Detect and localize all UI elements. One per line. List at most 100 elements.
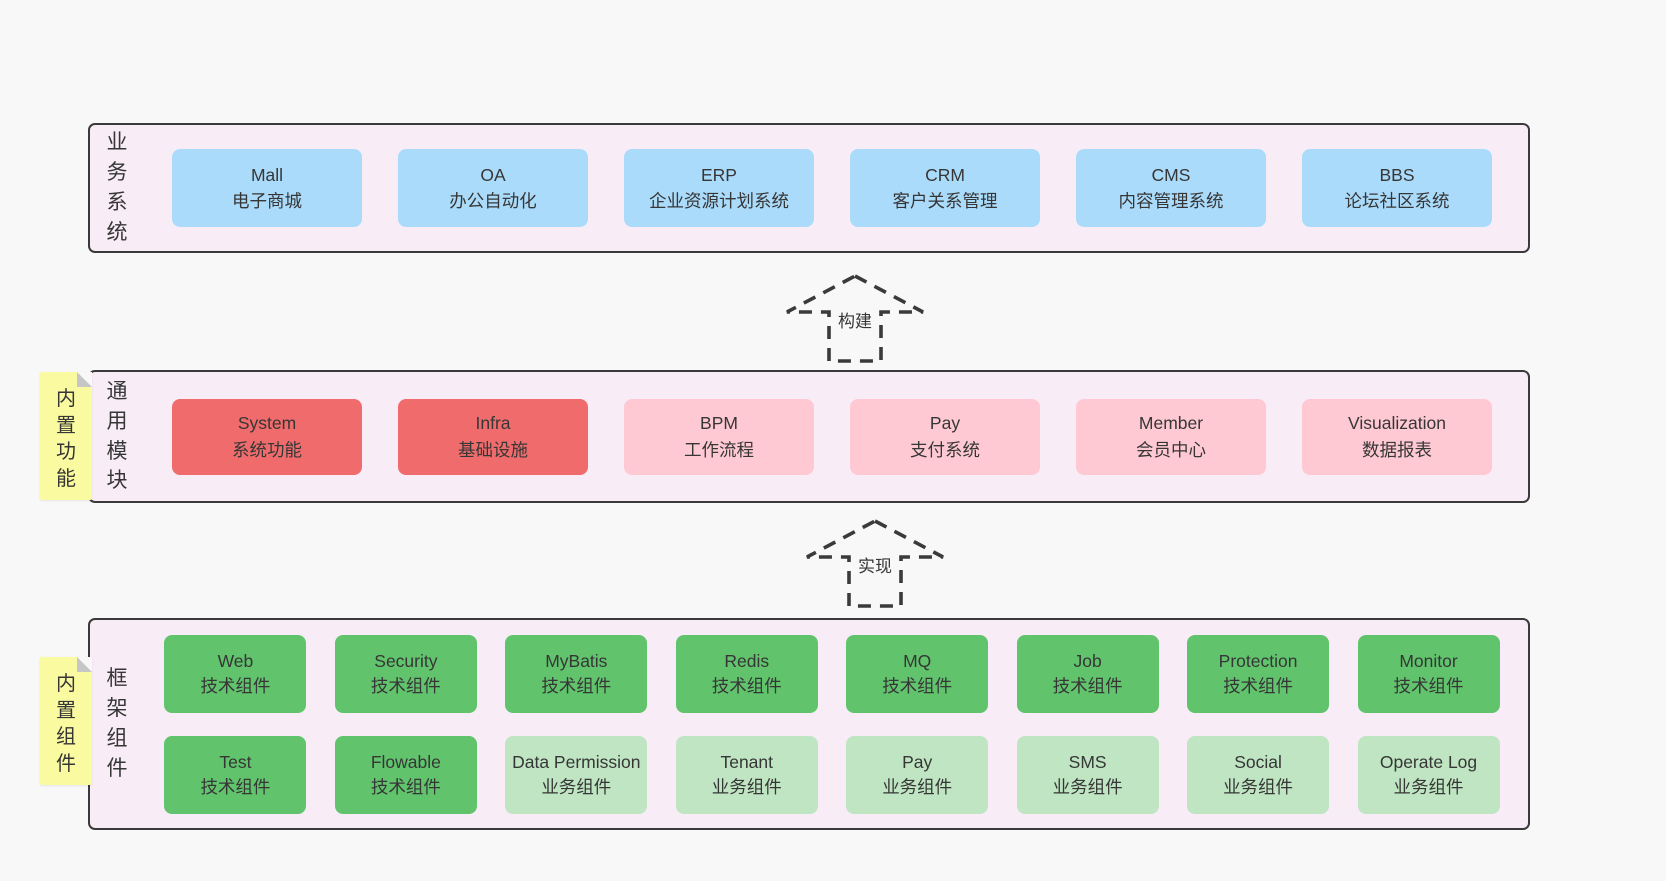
box-title: Operate Log — [1379, 751, 1478, 772]
module-box-visualization: Visualization 数据报表 — [1302, 398, 1492, 475]
box-title: Visualization — [1348, 413, 1446, 434]
module-box-web: Web 技术组件 — [164, 634, 307, 713]
box-title: System — [237, 413, 297, 434]
box-title: Mall — [250, 164, 284, 185]
box-title: CRM — [925, 164, 965, 185]
box-title: BBS — [1379, 164, 1415, 185]
box-subtitle: 业务组件 — [711, 776, 782, 797]
box-subtitle: 技术组件 — [200, 675, 271, 696]
box-subtitle: 业务组件 — [882, 776, 953, 797]
module-box-security: Security 技术组件 — [334, 634, 477, 713]
module-box-cms: CMS 内容管理系统 — [1076, 149, 1266, 227]
note-fold-corner-icon — [77, 657, 92, 672]
box-title: Protection — [1218, 650, 1298, 671]
module-box-redis: Redis 技术组件 — [675, 634, 818, 713]
box-subtitle: 系统功能 — [232, 439, 302, 460]
box-subtitle: 业务组件 — [1223, 776, 1294, 797]
arrow-build-label: 构建 — [833, 306, 877, 333]
box-title: OA — [480, 164, 506, 185]
box-title: MyBatis — [545, 650, 608, 671]
box-title: BPM — [700, 413, 738, 434]
box-title: Redis — [724, 650, 770, 671]
box-subtitle: 企业资源计划系统 — [649, 191, 789, 211]
box-title: Data Permission — [512, 751, 641, 772]
note-label-text: 内置组件 — [56, 673, 76, 775]
box-title: Web — [217, 650, 254, 671]
box-title: Test — [219, 751, 252, 772]
box-subtitle: 技术组件 — [541, 675, 612, 696]
module-box-data-permission: Data Permission 业务组件 — [505, 735, 648, 814]
band-label-text: 框架组件 — [106, 667, 128, 780]
arrow-implement-label: 实现 — [853, 551, 897, 578]
box-subtitle: 技术组件 — [1223, 675, 1294, 696]
box-title: CMS — [1151, 164, 1191, 185]
box-subtitle: 技术组件 — [370, 675, 441, 696]
box-title: Social — [1234, 751, 1282, 772]
module-box-oa: OA 办公自动化 — [398, 149, 588, 227]
band-label-text: 通用模块 — [106, 379, 128, 493]
module-box-operate-log: Operate Log 业务组件 — [1357, 735, 1500, 814]
box-title: Job — [1073, 650, 1102, 671]
module-box-pay: Pay 支付系统 — [850, 398, 1040, 475]
band-label-common-modules: 通用模块 — [90, 377, 136, 496]
module-box-sms: SMS 业务组件 — [1016, 735, 1159, 814]
module-box-job: Job 技术组件 — [1016, 634, 1159, 713]
box-subtitle: 业务组件 — [541, 776, 612, 797]
box-subtitle: 技术组件 — [200, 776, 271, 797]
module-box-pay: Pay 业务组件 — [846, 735, 989, 814]
module-box-mall: Mall 电子商城 — [172, 149, 362, 227]
sticky-note-builtin-components: 内置组件 — [40, 657, 92, 785]
box-subtitle: 办公自动化 — [449, 191, 537, 211]
box-subtitle: 技术组件 — [1052, 675, 1123, 696]
note-label-text: 内置功能 — [56, 388, 76, 490]
box-title: SMS — [1068, 751, 1107, 772]
box-subtitle: 技术组件 — [711, 675, 782, 696]
box-title: Pay — [929, 413, 961, 434]
band-label-text: 业务系统 — [106, 131, 128, 244]
box-subtitle: 电子商城 — [232, 191, 302, 211]
band-label-business-systems: 业务系统 — [90, 128, 136, 247]
box-subtitle: 技术组件 — [1393, 675, 1464, 696]
box-subtitle: 基础设施 — [458, 439, 528, 460]
box-subtitle: 技术组件 — [370, 776, 441, 797]
module-box-protection: Protection 技术组件 — [1187, 634, 1330, 713]
box-subtitle: 支付系统 — [910, 439, 980, 460]
sticky-note-builtin-features: 内置功能 — [40, 372, 92, 500]
box-subtitle: 内容管理系统 — [1118, 191, 1224, 211]
box-title: Flowable — [370, 751, 441, 772]
module-box-test: Test 技术组件 — [164, 735, 307, 814]
box-subtitle: 技术组件 — [882, 675, 953, 696]
box-title: Security — [374, 650, 438, 671]
module-box-system: System 系统功能 — [172, 398, 362, 475]
module-box-crm: CRM 客户关系管理 — [850, 149, 1040, 227]
box-subtitle: 工作流程 — [684, 439, 754, 460]
box-subtitle: 数据报表 — [1362, 439, 1432, 460]
box-subtitle: 业务组件 — [1052, 776, 1123, 797]
box-subtitle: 业务组件 — [1393, 776, 1464, 797]
box-title: Pay — [902, 751, 933, 772]
arrow-implement: 实现 — [795, 517, 955, 611]
module-box-bpm: BPM 工作流程 — [624, 398, 814, 475]
module-box-social: Social 业务组件 — [1187, 735, 1330, 814]
box-subtitle: 客户关系管理 — [892, 191, 998, 211]
note-fold-corner-icon — [77, 372, 92, 387]
module-box-mybatis: MyBatis 技术组件 — [505, 634, 648, 713]
arrow-build: 构建 — [775, 272, 935, 366]
module-box-flowable: Flowable 技术组件 — [334, 735, 477, 814]
box-subtitle: 论坛社区系统 — [1344, 191, 1450, 211]
